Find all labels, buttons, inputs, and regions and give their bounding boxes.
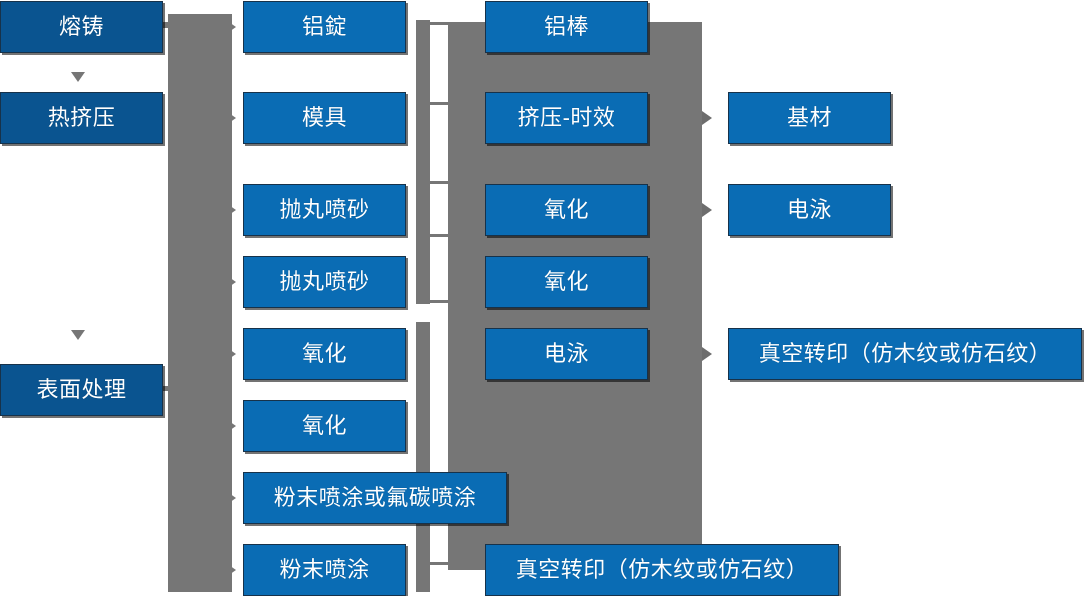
node-out-extrusion-aging[interactable]: 挤压-时效 [485,92,648,144]
process-tick-6 [430,562,448,565]
process-rail-upper [416,20,430,304]
arrow-right-process-3-icon [226,203,236,217]
stage-trunk-bar [168,14,232,592]
node-stage-melt-cast[interactable]: 熔铸 [0,1,163,53]
arrow-right-final-3-icon [702,347,712,361]
node-stage-hot-extrusion[interactable]: 热挤压 [0,92,163,144]
process-tick-1 [430,22,448,25]
process-tick-2 [430,102,448,105]
node-stage-surface-treatment[interactable]: 表面处理 [0,364,163,416]
arrow-down-melt-cast-icon [71,72,85,82]
arrow-right-process-6-icon [226,419,236,433]
node-proc-shot-blast-2[interactable]: 抛丸喷砂 [243,256,406,308]
stage-surface-connector [163,386,175,391]
node-proc-shot-blast-1[interactable]: 抛丸喷砂 [243,184,406,236]
arrow-down-surface-icon [71,330,85,340]
arrow-right-final-2-icon [702,203,712,217]
process-tick-5 [430,300,448,303]
node-final-vacuum-transfer[interactable]: 真空转印（仿木纹或仿石纹） [728,328,1082,380]
stage-melt-cast-stub [163,22,173,28]
node-proc-oxidation-1[interactable]: 氧化 [243,328,406,380]
arrow-right-process-5-icon [226,347,236,361]
node-out-oxidation-2[interactable]: 氧化 [485,256,648,308]
process-tick-3 [430,181,448,184]
node-out-electrophoresis[interactable]: 电泳 [485,328,648,380]
node-proc-mold[interactable]: 模具 [243,92,406,144]
arrow-right-process-2-icon [226,111,236,125]
node-proc-oxidation-2[interactable]: 氧化 [243,400,406,452]
process-tick-4 [430,234,448,237]
node-out-oxidation-1[interactable]: 氧化 [485,184,648,236]
node-out-vacuum-transfer[interactable]: 真空转印（仿木纹或仿石纹） [485,544,839,596]
arrow-right-process-1-icon [226,20,236,34]
node-proc-aluminum-ingot[interactable]: 铝錠 [243,1,406,53]
process-rail-lower [416,322,430,592]
node-final-electrophoresis[interactable]: 电泳 [728,184,891,236]
node-out-aluminum-bar[interactable]: 铝棒 [485,1,648,53]
arrow-right-process-4-icon [226,275,236,289]
arrow-right-process-7-icon [226,491,236,505]
arrow-right-final-1-icon [702,111,712,125]
arrow-right-process-8-icon [226,563,236,577]
node-final-substrate[interactable]: 基材 [728,92,891,144]
node-proc-powder-or-pvdf[interactable]: 粉末喷涂或氟碳喷涂 [243,472,507,524]
node-proc-powder-coating[interactable]: 粉末喷涂 [243,544,406,596]
